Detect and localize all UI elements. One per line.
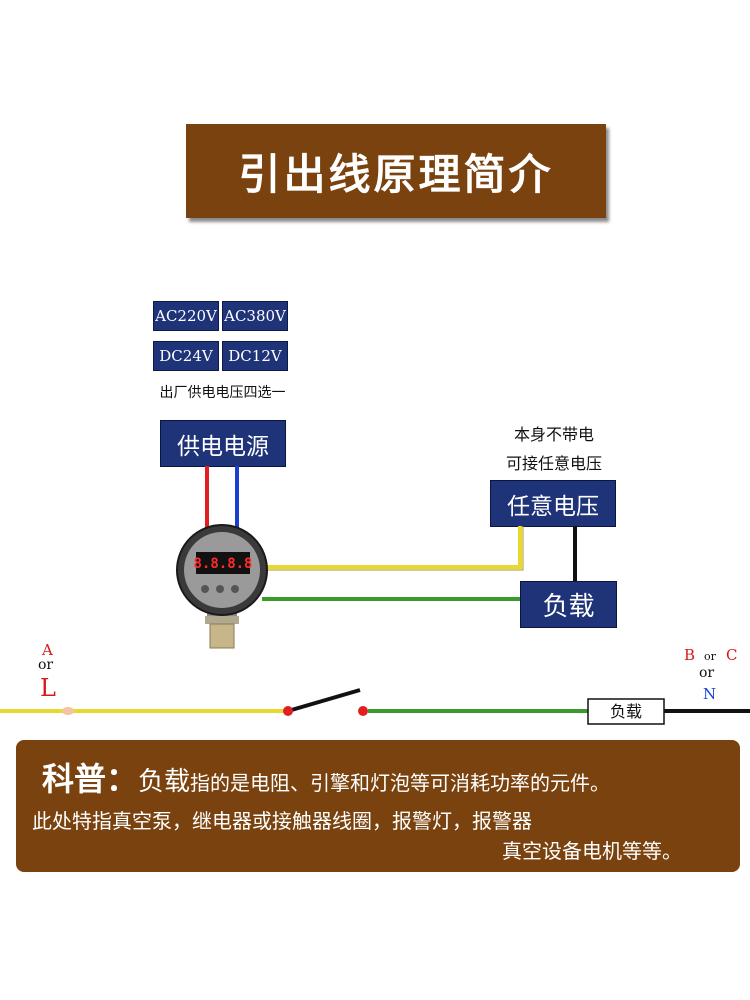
science-note-box: 科普：负载指的是电阻、引擎和灯泡等可消耗功率的元件。 此处特指真空泵，继电器或接… — [16, 740, 740, 872]
terminal-label-c: C — [726, 646, 738, 664]
voltage-caption: 出厂供电电压四选一 — [159, 385, 286, 401]
terminal-label-or-left: or — [38, 657, 54, 673]
note-term: 负载 — [138, 767, 191, 797]
voltage-tag-ac220v: AC220V — [153, 301, 219, 331]
gauge-thread — [209, 623, 235, 649]
terminal-label-a: A — [42, 641, 53, 659]
terminal-label-b: B — [684, 646, 696, 664]
note-title: 科普： — [42, 760, 139, 798]
any-voltage-note-line1: 本身不带电 — [513, 425, 594, 444]
bottom-load-label: 负载 — [609, 702, 642, 721]
load-box: 负载 — [520, 581, 617, 628]
voltage-tag-dc12v: DC12V — [222, 341, 288, 371]
any-voltage-note-line2: 可接任意电压 — [505, 454, 602, 473]
bottom-load-rect — [587, 698, 665, 725]
voltage-tag-dc24v: DC24V — [153, 341, 219, 371]
note-line-1: 科普：负载指的是电阻、引擎和灯泡等可消耗功率的元件。 — [42, 754, 610, 800]
switch-contact-right — [358, 706, 368, 716]
power-source-box: 供电电源 — [160, 420, 286, 467]
yellow-wire-shade — [262, 526, 524, 571]
gauge-button-3 — [231, 585, 239, 593]
voltage-tag-ac380v: AC380V — [222, 301, 288, 331]
note-line-2: 此处特指真空泵，继电器或接触器线圈，报警灯，报警器 — [32, 809, 532, 833]
gauge-button-2 — [216, 585, 224, 593]
terminal-label-n: N — [703, 685, 717, 703]
note-line1-rest: 指的是电阻、引擎和灯泡等可消耗功率的元件。 — [190, 771, 611, 795]
terminal-label-or-n: or — [699, 665, 715, 681]
switch-lever — [287, 688, 361, 713]
yellow-wire — [262, 526, 522, 569]
terminal-label-or-bc: or — [704, 650, 716, 663]
gauge-button-1 — [201, 585, 209, 593]
switch-contact-left — [283, 706, 293, 716]
gauge-display — [196, 552, 250, 574]
note-line-3: 真空设备电机等等。 — [502, 839, 682, 863]
any-voltage-box: 任意电压 — [490, 480, 616, 527]
terminal-label-l: L — [40, 674, 56, 702]
wire-marker — [62, 707, 74, 715]
page-title: 引出线原理简介 — [186, 124, 606, 218]
pressure-switch-gauge: 8.8.8.8 — [176, 524, 268, 649]
gauge-nut — [205, 616, 239, 624]
gauge-readout: 8.8.8.8 — [193, 556, 252, 572]
